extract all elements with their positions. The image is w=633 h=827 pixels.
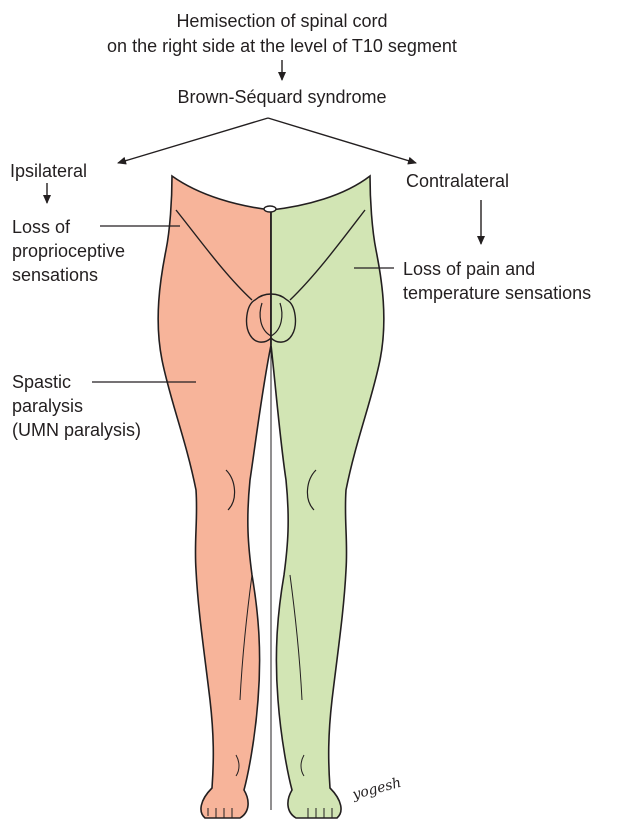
syndrome-label: Brown-Séquard syndrome — [142, 86, 422, 108]
proprioception-loss-line-2: proprioceptive — [12, 240, 125, 262]
contralateral-leg-region — [271, 176, 384, 818]
paralysis-line-1: Spastic — [12, 371, 71, 393]
proprioception-loss-line-1: Loss of — [12, 216, 70, 238]
pain-temperature-loss-line-2: temperature sensations — [403, 282, 591, 304]
umbilicus — [264, 206, 276, 212]
ipsilateral-leg-region — [158, 176, 271, 818]
paralysis-line-3: (UMN paralysis) — [12, 419, 141, 441]
proprioception-loss-line-3: sensations — [12, 264, 98, 286]
contralateral-heading: Contralateral — [406, 170, 509, 192]
title-line-1: Hemisection of spinal cord — [112, 10, 452, 32]
ipsilateral-branch-arrow — [118, 118, 268, 163]
title-line-2: on the right side at the level of T10 se… — [60, 35, 504, 57]
pain-temperature-loss-line-1: Loss of pain and — [403, 258, 535, 280]
paralysis-line-2: paralysis — [12, 395, 83, 417]
contralateral-branch-arrow — [268, 118, 416, 163]
ipsilateral-heading: Ipsilateral — [10, 160, 87, 182]
